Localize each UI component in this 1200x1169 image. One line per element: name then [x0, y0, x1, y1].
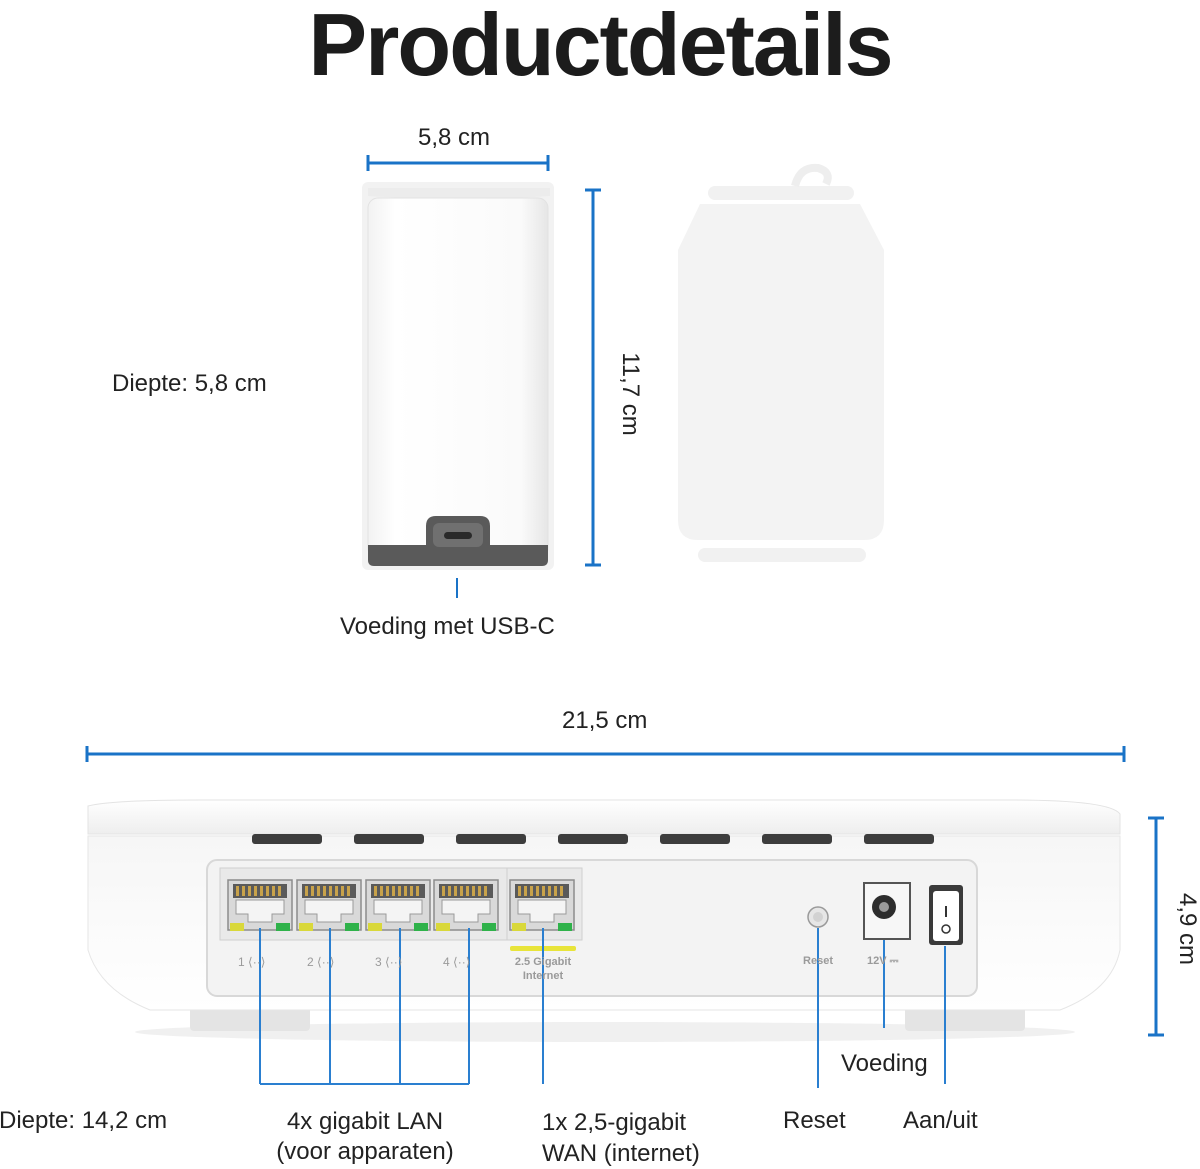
- soda-can-reference: [678, 163, 884, 562]
- callout-switch: Aan/uit: [903, 1107, 978, 1134]
- ethernet-port-lan2-icon: [296, 879, 362, 931]
- satellite-height-label: 11,7 cm: [617, 352, 644, 436]
- port-label-lan1: 1 ⟨··⟩: [238, 955, 266, 969]
- port-label-lan4: 4 ⟨··⟩: [443, 955, 471, 969]
- power-switch: [929, 885, 963, 945]
- callout-lan: 4x gigabit LAN (voor apparaten): [276, 1108, 454, 1165]
- satellite-dimension-height: [585, 188, 601, 567]
- ethernet-port-lan3-icon: [365, 879, 431, 931]
- power-jack-icon: [863, 882, 911, 940]
- page-title: Productdetails: [308, 0, 893, 94]
- callout-reset: Reset: [783, 1107, 846, 1134]
- callout-voeding: Voeding: [841, 1050, 928, 1077]
- ethernet-port-wan-icon: [509, 879, 575, 931]
- ethernet-port-lan4-icon: [433, 879, 499, 931]
- router-depth-label: Diepte: 14,2 cm: [0, 1107, 168, 1134]
- ethernet-ports: [227, 879, 575, 931]
- port-label-lan3: 3 ⟨··⟩: [375, 955, 403, 969]
- port-label-power: 12V ⎓: [867, 955, 899, 967]
- port-label-wan: 2.5 Gigabit Internet: [514, 956, 572, 982]
- satellite-power-label: Voeding met USB-C: [340, 613, 555, 640]
- satellite-depth-label: Diepte: 5,8 cm: [112, 370, 267, 397]
- router-height-label: 4,9 cm: [1174, 892, 1200, 966]
- ethernet-port-lan1-icon: [227, 879, 293, 931]
- usb-c-port-icon: [444, 532, 472, 539]
- callout-wan: 1x 2,5-gigabit WAN (internet): [542, 1109, 700, 1167]
- reset-button: [807, 906, 829, 928]
- router-dimension-height: [1148, 816, 1164, 1037]
- callout-lines: [259, 928, 946, 1088]
- port-label-reset: Reset: [803, 955, 833, 967]
- router-dimension-width: [85, 746, 1126, 762]
- satellite-dimension-width: [366, 155, 550, 171]
- satellite-width-label: 5,8 cm: [418, 124, 491, 151]
- router-width-label: 21,5 cm: [562, 707, 648, 734]
- port-label-lan2: 2 ⟨··⟩: [307, 955, 335, 969]
- satellite-device: [362, 182, 554, 598]
